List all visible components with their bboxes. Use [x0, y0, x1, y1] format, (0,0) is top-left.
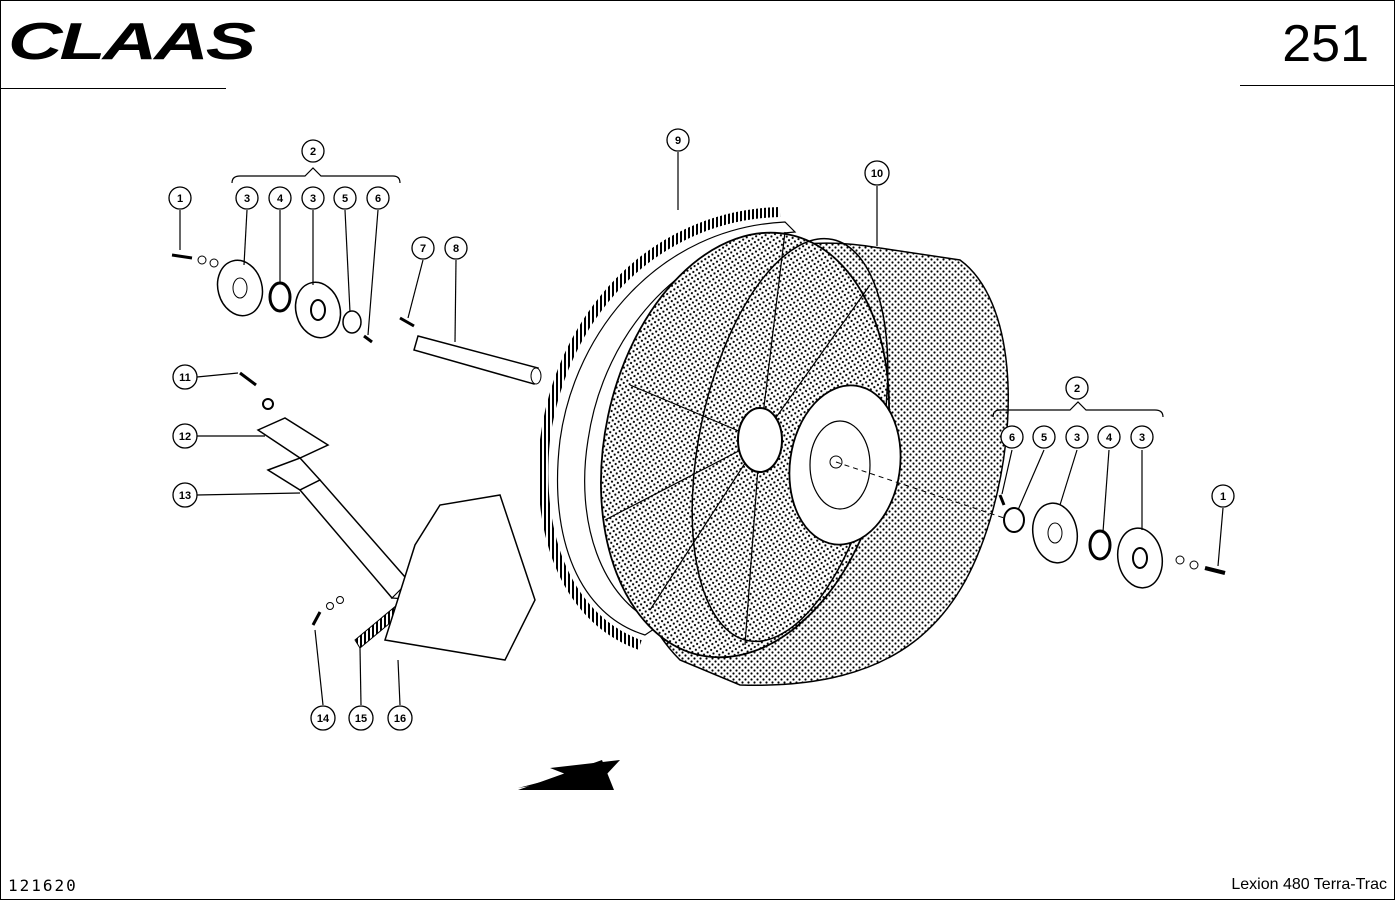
model-name: Lexion 480 Terra-Trac [1231, 876, 1387, 893]
callout-8: 8 [444, 236, 468, 260]
callout-14: 14 [310, 705, 336, 731]
svg-text:11: 11 [179, 372, 191, 384]
callout-1-right: 1 [1211, 484, 1235, 508]
callout-13: 13 [172, 482, 198, 508]
svg-text:5: 5 [1041, 432, 1047, 444]
callout-12: 12 [172, 423, 198, 449]
callout-7: 7 [411, 236, 435, 260]
callout-10: 10 [864, 160, 890, 186]
svg-text:14: 14 [317, 713, 330, 725]
callout-5-left: 5 [333, 186, 357, 210]
page-number: 251 [1282, 15, 1369, 73]
claas-logo: CLAAS [8, 13, 256, 71]
svg-text:3: 3 [1139, 432, 1145, 444]
svg-text:4: 4 [1106, 432, 1113, 444]
right-bearing-group [998, 494, 1226, 589]
svg-text:6: 6 [1009, 432, 1015, 444]
callout-3-right-b: 3 [1130, 425, 1154, 449]
svg-text:7: 7 [420, 243, 426, 255]
svg-text:2: 2 [310, 146, 316, 158]
shaft [399, 316, 542, 385]
callout-3-left-b: 3 [301, 186, 325, 210]
svg-text:3: 3 [244, 193, 250, 205]
callout-3-left-a: 3 [235, 186, 259, 210]
svg-text:2: 2 [1074, 383, 1080, 395]
callout-3-right-a: 3 [1065, 425, 1089, 449]
svg-text:10: 10 [871, 168, 883, 180]
svg-text:1: 1 [177, 193, 183, 205]
svg-text:9: 9 [675, 135, 681, 147]
callout-5-right: 5 [1032, 425, 1056, 449]
callout-4-left: 4 [268, 186, 292, 210]
direction-arrow-head [518, 760, 614, 790]
callout-2-right: 2 [1065, 376, 1089, 400]
svg-text:4: 4 [277, 193, 284, 205]
svg-text:6: 6 [375, 193, 381, 205]
callout-2-left: 2 [301, 139, 325, 163]
svg-text:1: 1 [1220, 491, 1226, 503]
svg-text:16: 16 [394, 713, 406, 725]
callout-9: 9 [666, 128, 690, 152]
left-bearing-group [171, 253, 373, 344]
callout-6-left: 6 [366, 186, 390, 210]
svg-text:3: 3 [310, 193, 316, 205]
svg-text:13: 13 [179, 490, 191, 502]
callout-1-left: 1 [168, 186, 192, 210]
drawing-number: 121620 [8, 876, 78, 895]
svg-text:15: 15 [355, 713, 367, 725]
svg-text:12: 12 [179, 431, 191, 443]
header-rule-left [0, 88, 226, 89]
header-rule-right [1240, 85, 1394, 86]
svg-text:8: 8 [453, 243, 459, 255]
mesh-drum [538, 207, 1011, 686]
scraper-bracket [239, 371, 536, 661]
callout-16: 16 [387, 705, 413, 731]
callout-6-right: 6 [1000, 425, 1024, 449]
callouts: 2 1 3 4 3 5 6 7 8 9 10 11 12 13 14 15 16… [168, 128, 1235, 731]
svg-text:5: 5 [342, 193, 348, 205]
leader-lines [179, 152, 1224, 706]
callout-11: 11 [172, 364, 198, 390]
callout-4-right: 4 [1097, 425, 1121, 449]
callout-15: 15 [348, 705, 374, 731]
svg-text:3: 3 [1074, 432, 1080, 444]
